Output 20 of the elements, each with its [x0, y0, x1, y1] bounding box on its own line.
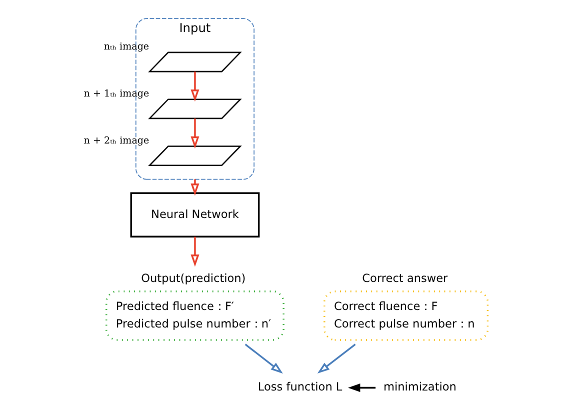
node-parallelogram [148, 98, 242, 120]
node-text: minimization [383, 380, 456, 394]
node-box: Correct fluence：F Correct pulse number：n [324, 290, 489, 341]
arrow [190, 72, 200, 102]
arrow [190, 179, 200, 196]
node-box: Neural Network [130, 192, 260, 238]
node-text: Loss function L [258, 380, 342, 394]
arrow [244, 344, 283, 374]
node-label: n + 1ₜₕ image [84, 88, 150, 100]
arrow [317, 344, 356, 374]
arrow [190, 236, 200, 267]
arrow [190, 118, 200, 149]
node-box: Predicted fluence：F′ Predicted pulse number：n′ [106, 290, 284, 341]
node-label: nₜₕ image [104, 42, 150, 53]
node-parallelogram [148, 146, 242, 166]
node-label: Correct answer [362, 272, 448, 286]
node-label: n + 2ₜₕ image [84, 135, 150, 146]
arrow [348, 383, 376, 392]
node-parallelogram [148, 52, 242, 72]
node-label: Output(prediction) [141, 272, 246, 286]
